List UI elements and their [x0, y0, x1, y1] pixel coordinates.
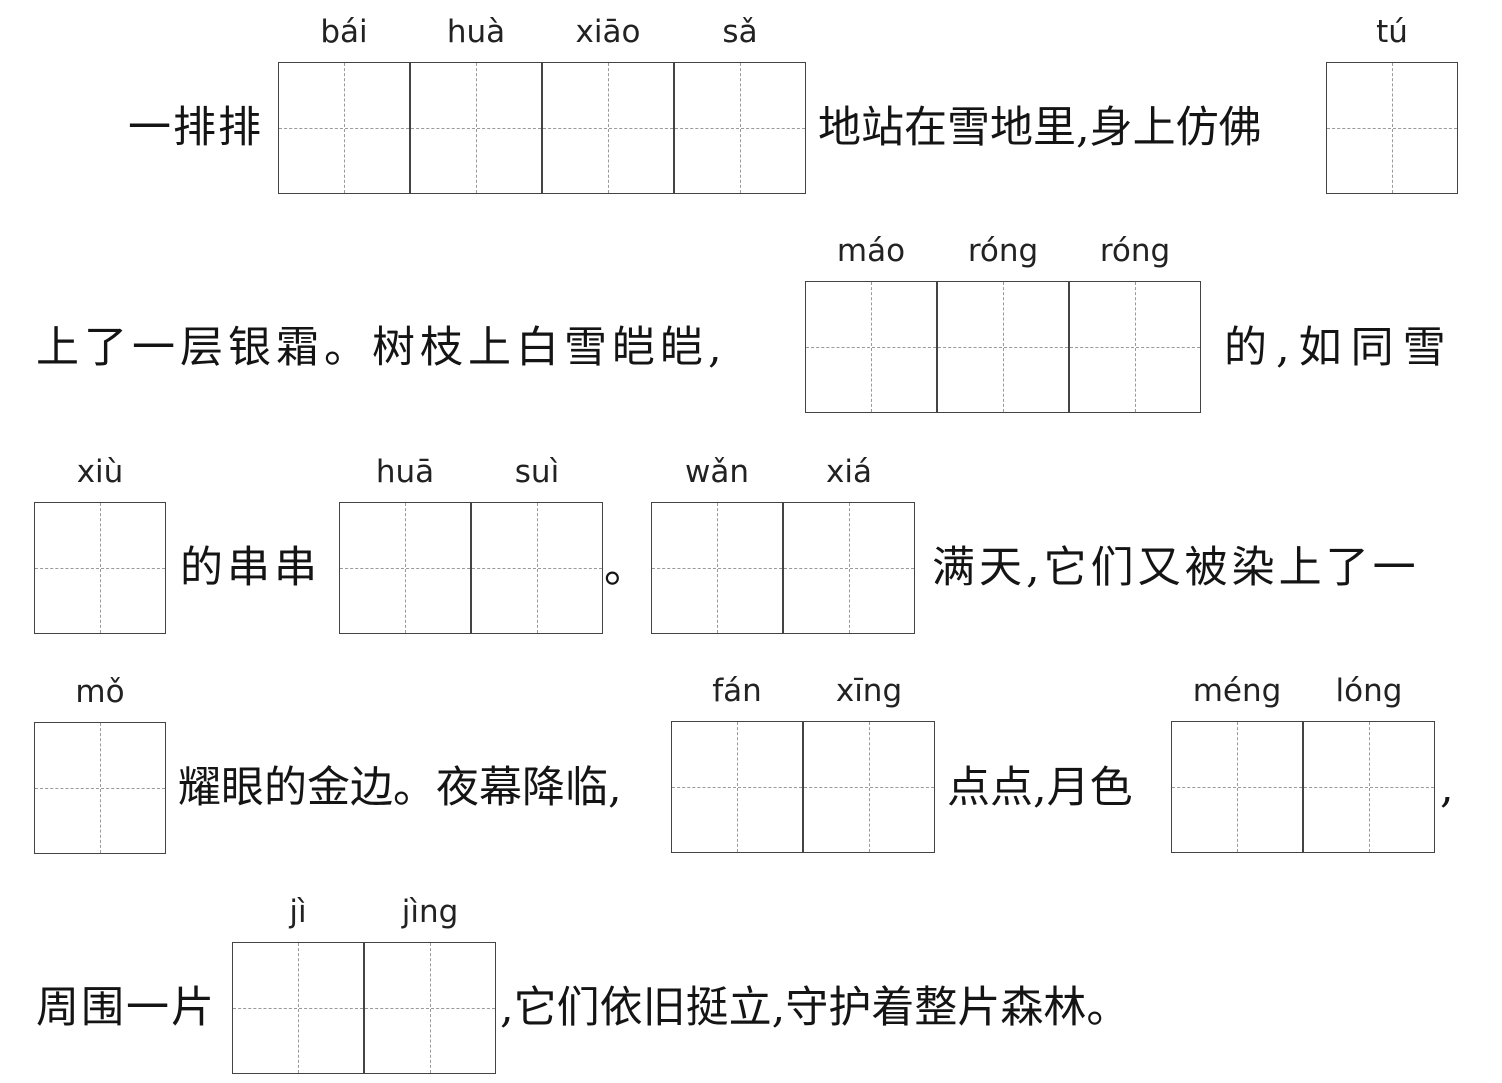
- pinyin: wǎn: [685, 454, 749, 490]
- answer-cell[interactable]: [937, 281, 1069, 413]
- answer-cell[interactable]: [1326, 62, 1458, 194]
- pinyin: huà: [446, 14, 506, 50]
- answer-cell[interactable]: [232, 942, 364, 1074]
- pinyin: róng: [1099, 233, 1171, 269]
- answer-cell[interactable]: [34, 502, 166, 634]
- pinyin: xiāo: [575, 14, 641, 50]
- line-4-text-end: ,: [1440, 763, 1454, 813]
- line-4-text-a: 耀眼的金边。夜幕降临,: [178, 763, 622, 813]
- pinyin: xīng: [835, 673, 903, 709]
- pinyin: huā: [375, 454, 435, 490]
- pinyin: mǒ: [75, 674, 125, 710]
- answer-cell[interactable]: [805, 281, 937, 413]
- pinyin: tú: [1376, 14, 1408, 50]
- answer-cell[interactable]: [34, 722, 166, 854]
- line-2-text-start: 上了一层银霜。树枝上白雪皑皑,: [36, 323, 727, 373]
- pinyin: lóng: [1335, 673, 1403, 709]
- pinyin: bái: [320, 14, 368, 50]
- answer-cell[interactable]: [1171, 721, 1303, 853]
- answer-cell[interactable]: [339, 502, 471, 634]
- answer-cell[interactable]: [1303, 721, 1435, 853]
- answer-cell[interactable]: [278, 62, 410, 194]
- answer-cell[interactable]: [803, 721, 935, 853]
- line-1-text-start: 一排排: [128, 103, 263, 153]
- pinyin: fán: [712, 673, 762, 709]
- pinyin: sǎ: [722, 14, 758, 50]
- line-5-text-end: ,它们依旧挺立,守护着整片森林。: [500, 983, 1130, 1033]
- pinyin: jìng: [401, 894, 459, 930]
- line-3-text-b: 。: [604, 543, 647, 593]
- line-5-text-start: 周围一片: [36, 983, 216, 1033]
- answer-cell[interactable]: [651, 502, 783, 634]
- pinyin: xiù: [76, 454, 124, 490]
- line-3-text-a: 的串串: [180, 543, 321, 593]
- answer-cell[interactable]: [364, 942, 496, 1074]
- pinyin: méng: [1192, 673, 1282, 709]
- answer-cell[interactable]: [542, 62, 674, 194]
- answer-cell[interactable]: [410, 62, 542, 194]
- line-4-text-b: 点点,月色: [947, 763, 1133, 813]
- answer-cell[interactable]: [471, 502, 603, 634]
- answer-cell[interactable]: [1069, 281, 1201, 413]
- pinyin: xiá: [826, 454, 872, 490]
- pinyin: suì: [514, 454, 560, 490]
- line-2-text-end: 的,如同雪: [1224, 323, 1455, 373]
- pinyin: róng: [967, 233, 1039, 269]
- answer-cell[interactable]: [671, 721, 803, 853]
- answer-cell[interactable]: [783, 502, 915, 634]
- line-1-text-mid: 地站在雪地里,身上仿佛: [818, 103, 1262, 153]
- pinyin: jì: [289, 894, 307, 930]
- line-3-text-end: 满天,它们又被染上了一: [932, 543, 1420, 593]
- pinyin: máo: [836, 233, 906, 269]
- answer-cell[interactable]: [674, 62, 806, 194]
